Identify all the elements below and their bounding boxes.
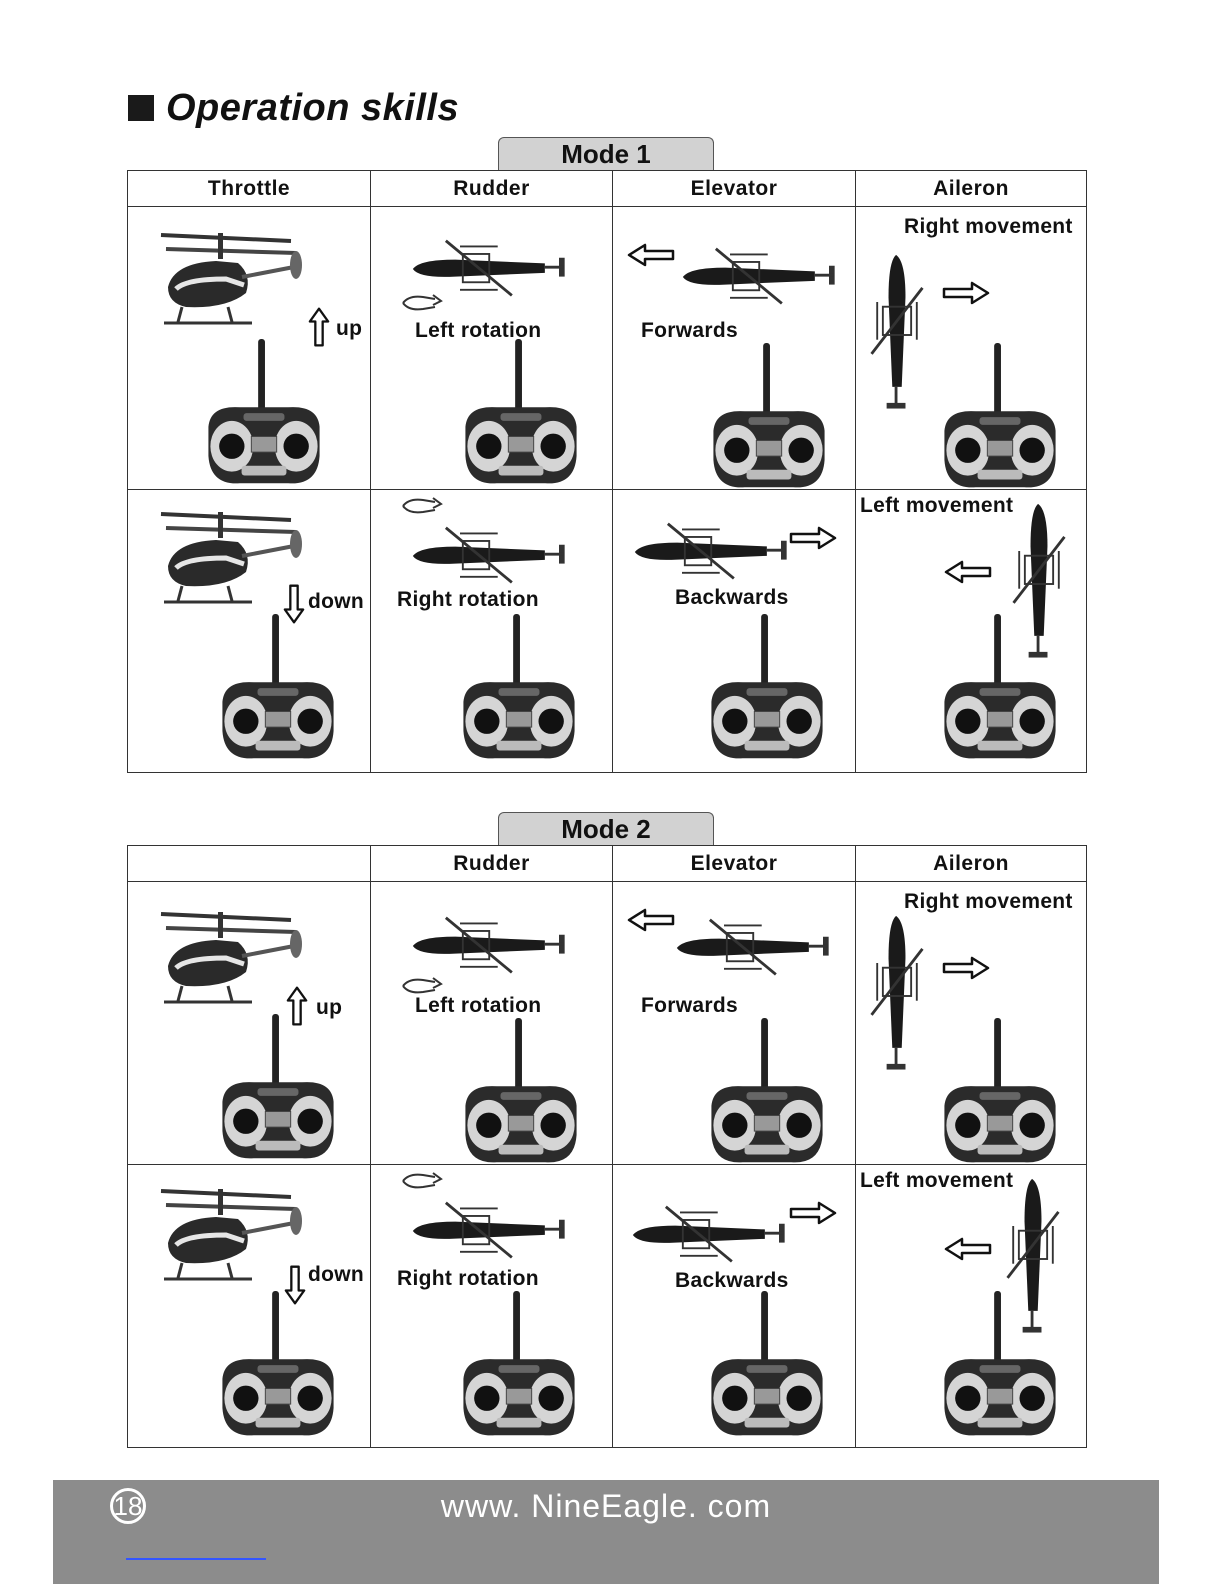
helicopter-front-image [864,908,930,1084]
rudder-right-label: Right rotation [397,588,539,612]
link-underline [126,1558,266,1560]
aileron-right-label: Right movement [904,215,1073,239]
transmitter-image [214,614,342,770]
arrow-left-icon [627,243,675,267]
transmitter-image [936,614,1064,770]
rotation-icon [399,496,443,516]
helicopter-top-image [407,914,579,980]
website-link[interactable]: www. NineEagle. com [53,1488,1159,1525]
arrow-right-icon [942,956,990,980]
transmitter-image [936,1291,1064,1447]
mode2-tab: Mode 2 [498,812,714,846]
mode1-header-rudder: Rudder [371,171,613,207]
transmitter-image [200,339,328,490]
mode1-header-elevator: Elevator [613,171,856,207]
mode2-cell-aileron-left: Left movement [856,1165,1087,1448]
arrow-right-icon [942,281,990,305]
throttle-down-label: down [308,590,364,614]
throttle-down-label: down [308,1263,364,1287]
heading-square-icon [128,95,154,121]
mode2-header-aileron: Aileron [856,846,1087,882]
rotation-icon [399,976,443,996]
helicopter-front-image [864,247,930,423]
helicopter-top-image [671,916,843,982]
mode2-row-2: down Right rotation Backwards Left movem… [128,1165,1087,1448]
mode1-row-1: up Left rotation Forwards Right movement [128,207,1087,490]
mode1-cell-rudder-right: Right rotation [371,490,613,773]
arrow-left-icon [627,908,675,932]
throttle-up-label: up [336,317,362,341]
helicopter-top-image [629,520,801,586]
transmitter-image [936,343,1064,490]
transmitter-image [457,1018,585,1165]
helicopter-side-image [156,227,316,337]
aileron-left-label: Left movement [860,1169,1013,1193]
transmitter-image [457,339,585,490]
mode2-cell-throttle-up: up [128,882,371,1165]
mode2-header-row: Rudder Elevator Aileron [128,846,1087,882]
mode1-cell-throttle-down: down [128,490,371,773]
transmitter-image [455,1291,583,1447]
mode2-cell-throttle-down: down [128,1165,371,1448]
mode2-cell-rudder-left: Left rotation [371,882,613,1165]
page-title: Operation skills [166,87,459,130]
helicopter-top-image [677,245,849,311]
transmitter-image [214,1014,342,1165]
page-footer: 18 www. NineEagle. com [53,1480,1159,1584]
helicopter-top-image [407,524,579,590]
mode1-header-throttle: Throttle [128,171,371,207]
arrow-left-icon [944,560,992,584]
elevator-forward-label: Forwards [641,994,738,1018]
mode2-header-rudder: Rudder [371,846,613,882]
transmitter-image [703,1018,831,1165]
arrow-left-icon [944,1237,992,1261]
rotation-icon [399,1171,443,1191]
mode1-header-aileron: Aileron [856,171,1087,207]
mode1-header-row: Throttle Rudder Elevator Aileron [128,171,1087,207]
helicopter-top-image [407,1199,579,1265]
mode1-row-2: down Right rotation Backwards Left movem… [128,490,1087,773]
aileron-left-label: Left movement [860,494,1013,518]
page-heading: Operation skills [128,86,459,130]
mode1-cell-aileron-left: Left movement [856,490,1087,773]
transmitter-image [455,614,583,770]
arrow-right-icon [789,1201,837,1225]
mode2-table: Rudder Elevator Aileron up Left rotation… [127,845,1087,1448]
transmitter-image [703,614,831,770]
mode1-cell-elevator-forward: Forwards [613,207,856,490]
mode2-header-elevator: Elevator [613,846,856,882]
mode1-cell-elevator-backward: Backwards [613,490,856,773]
mode2-cell-rudder-right: Right rotation [371,1165,613,1448]
rotation-icon [399,293,443,313]
transmitter-image [936,1018,1064,1165]
rudder-right-label: Right rotation [397,1267,539,1291]
mode2-cell-elevator-forward: Forwards [613,882,856,1165]
mode1-cell-rudder-left: Left rotation [371,207,613,490]
elevator-backward-label: Backwards [675,586,789,610]
arrow-right-icon [789,526,837,550]
mode1-table: Throttle Rudder Elevator Aileron up Left… [127,170,1087,773]
mode2-cell-aileron-right: Right movement [856,882,1087,1165]
rudder-left-label: Left rotation [415,994,541,1018]
mode2-header-throttle [128,846,371,882]
mode1-cell-throttle-up: up [128,207,371,490]
transmitter-image [705,343,833,490]
mode1-cell-aileron-right: Right movement [856,207,1087,490]
mode2-row-1: up Left rotation Forwards Right movement [128,882,1087,1165]
mode1-tab: Mode 1 [498,137,714,171]
elevator-forward-label: Forwards [641,319,738,343]
mode2-cell-elevator-backward: Backwards [613,1165,856,1448]
helicopter-top-image [627,1203,799,1269]
transmitter-image [214,1291,342,1447]
transmitter-image [703,1291,831,1447]
elevator-backward-label: Backwards [675,1269,789,1293]
